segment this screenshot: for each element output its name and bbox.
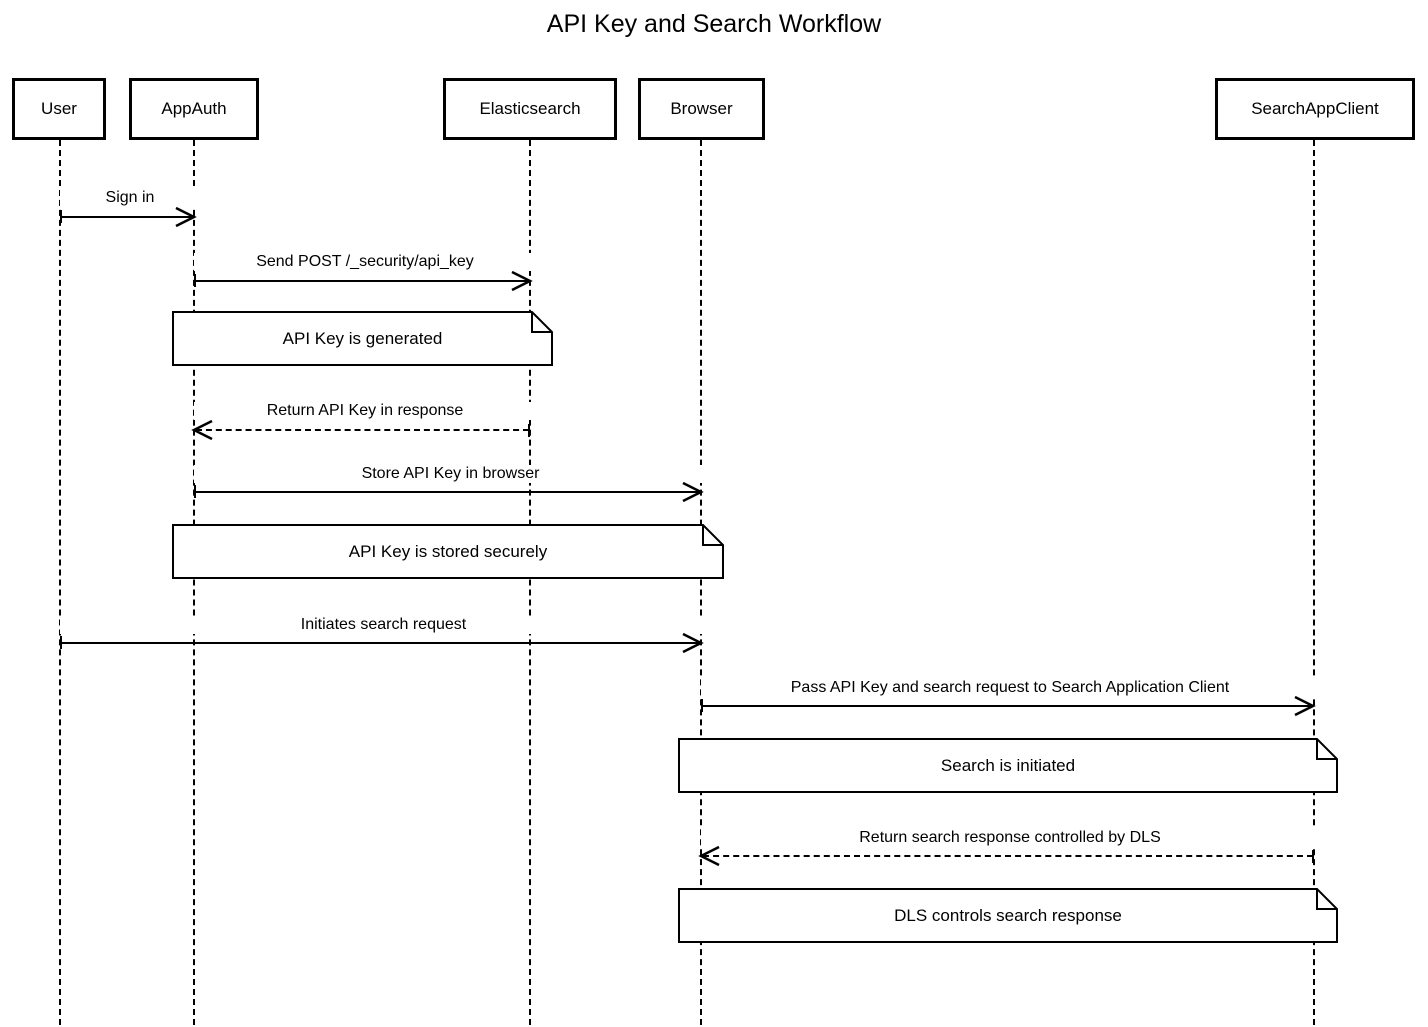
message-arrowhead-4 xyxy=(682,632,704,654)
message-arrowhead-3 xyxy=(682,481,704,503)
lifeline-browser xyxy=(700,140,702,1025)
message-tick-6 xyxy=(1312,850,1314,863)
message-label-2: Return API Key in response xyxy=(194,402,536,420)
participant-label-user: User xyxy=(41,99,77,118)
message-arrowhead-0 xyxy=(175,206,197,228)
note-text-0: API Key is generated xyxy=(282,328,443,348)
lifeline-appauth xyxy=(193,140,195,1025)
participant-box-searchappclient[interactable]: SearchAppClient xyxy=(1215,78,1415,140)
message-line-5 xyxy=(701,705,1313,707)
participant-label-elasticsearch: Elasticsearch xyxy=(479,99,581,118)
lifeline-elasticsearch xyxy=(529,140,531,1025)
message-label-1: Send POST /_security/api_key xyxy=(194,253,536,271)
message-line-4 xyxy=(60,642,701,644)
participant-box-user[interactable]: User xyxy=(12,78,106,140)
message-arrowhead-6 xyxy=(698,845,720,867)
note-text-1: API Key is stored securely xyxy=(348,541,548,561)
message-arrowhead-5 xyxy=(1294,695,1316,717)
note-box-2: Search is initiated xyxy=(678,738,1338,793)
participant-label-searchappclient: SearchAppClient xyxy=(1251,99,1379,118)
note-box-0: API Key is generated xyxy=(172,311,553,366)
message-label-3: Store API Key in browser xyxy=(194,465,707,483)
participant-box-appauth[interactable]: AppAuth xyxy=(129,78,259,140)
participant-label-browser: Browser xyxy=(670,99,733,118)
message-line-0 xyxy=(60,216,194,218)
note-text-3: DLS controls search response xyxy=(894,905,1122,925)
message-arrowhead-1 xyxy=(511,270,533,292)
message-label-4: Initiates search request xyxy=(60,616,707,634)
message-label-0: Sign in xyxy=(60,189,200,207)
note-text-2: Search is initiated xyxy=(940,755,1076,775)
lifeline-user xyxy=(59,140,61,1025)
message-arrowhead-2 xyxy=(191,419,213,441)
message-line-1 xyxy=(194,280,530,282)
message-line-2 xyxy=(196,429,529,431)
participant-box-elasticsearch[interactable]: Elasticsearch xyxy=(443,78,617,140)
page-title: API Key and Search Workflow xyxy=(546,10,882,38)
message-label-5: Pass API Key and search request to Searc… xyxy=(701,679,1319,697)
participant-label-appauth: AppAuth xyxy=(161,99,227,118)
message-line-3 xyxy=(194,491,701,493)
lifeline-searchappclient xyxy=(1313,140,1315,1025)
message-label-6: Return search response controlled by DLS xyxy=(701,829,1319,847)
participant-box-browser[interactable]: Browser xyxy=(638,78,765,140)
message-line-6 xyxy=(703,855,1313,857)
message-tick-2 xyxy=(528,424,530,437)
note-box-3: DLS controls search response xyxy=(678,888,1338,943)
note-box-1: API Key is stored securely xyxy=(172,524,724,579)
